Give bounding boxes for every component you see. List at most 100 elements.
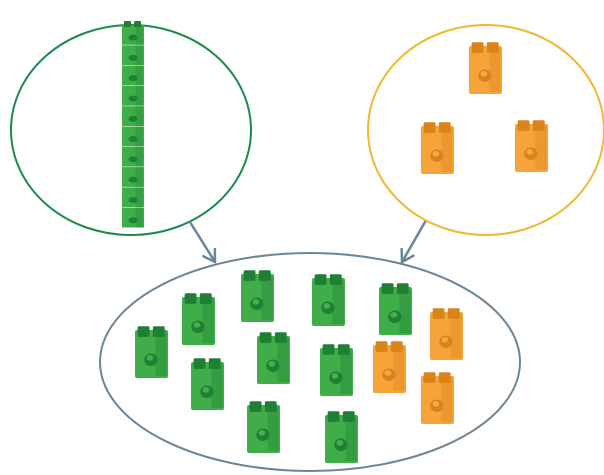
cube-hole <box>128 34 138 41</box>
combined-green-cube <box>257 332 290 384</box>
cube-top-tab <box>199 293 212 304</box>
cube-side-shade <box>135 126 144 147</box>
cube-top-tab <box>342 411 355 422</box>
cube-top-tab <box>375 341 388 352</box>
cube-hole <box>128 196 138 204</box>
cube-side-shade <box>155 332 167 376</box>
combined-green-cube <box>247 401 280 453</box>
cube-hole-highlight <box>384 369 392 376</box>
combined-green-cube <box>241 270 274 322</box>
rod-cube <box>122 146 144 167</box>
cube-side-shade <box>135 106 144 126</box>
rod-cube <box>122 45 144 66</box>
cube-hole-highlight <box>252 298 260 305</box>
cube-top-tab <box>432 308 445 319</box>
combined-orange-cube <box>373 341 406 393</box>
cube-side-shade <box>135 25 144 45</box>
cube-side-shade <box>135 207 144 228</box>
cube-top-tab <box>327 411 340 422</box>
cube-hole-highlight <box>336 439 344 446</box>
cube-hole-highlight <box>331 372 339 379</box>
rod-cube <box>122 85 144 106</box>
rod-cube <box>122 167 144 187</box>
cube-top-tab <box>447 308 460 319</box>
cube-hole-highlight <box>323 302 331 309</box>
cube-top-tab <box>249 401 262 412</box>
cube-top-tab <box>517 120 530 131</box>
cube-top-tab <box>208 358 221 369</box>
cube-side-shade <box>267 407 279 451</box>
cube-side-shade <box>202 299 214 343</box>
cube-hole <box>128 95 138 102</box>
ones-group-circle <box>367 24 604 236</box>
cube-top-tab <box>471 42 484 53</box>
cube-top-tab <box>390 341 403 352</box>
cube-hole-highlight <box>432 400 440 407</box>
combined-green-cube <box>182 293 215 345</box>
cube-top-tab <box>193 358 206 369</box>
arrow-head <box>400 247 415 264</box>
cube-side-shade <box>135 187 144 208</box>
combined-green-cube <box>325 411 358 463</box>
cube-top-tab <box>322 344 335 355</box>
cube-hole-highlight <box>146 354 154 361</box>
cube-hole <box>128 75 138 82</box>
cube-top-tab <box>396 283 409 294</box>
combined-green-cube <box>312 274 345 326</box>
rod-cube <box>122 65 144 86</box>
cube-hole <box>128 176 138 183</box>
cube-side-shade <box>393 347 405 391</box>
combined-green-cube <box>191 358 224 410</box>
cube-top-tab <box>532 120 545 131</box>
combined-group-ellipse <box>99 252 521 472</box>
rod-cube <box>122 187 144 208</box>
cube-top-tab <box>152 326 165 337</box>
combined-orange-cube <box>421 372 454 424</box>
cube-top-tab <box>381 283 394 294</box>
rod-top-tab <box>134 21 141 27</box>
cube-hole-highlight <box>432 150 440 157</box>
cube-side-shade <box>340 350 352 394</box>
cube-hole-highlight <box>390 311 398 318</box>
rod-top-tab <box>124 21 131 27</box>
cube-side-shade <box>399 289 411 333</box>
ones-cube <box>469 42 502 94</box>
cube-top-tab <box>486 42 499 53</box>
cube-top-tab <box>438 372 451 383</box>
arrow-head <box>202 247 217 264</box>
cube-side-shade <box>535 126 547 170</box>
cube-hole-highlight <box>258 429 266 436</box>
cube-side-shade <box>489 48 501 92</box>
combined-green-cube <box>135 326 168 378</box>
cube-hole-highlight <box>202 386 210 393</box>
cube-hole-highlight <box>193 321 201 328</box>
cube-side-shade <box>345 417 357 461</box>
combined-orange-cube <box>430 308 463 360</box>
rod-cube <box>122 126 144 147</box>
ones-cube <box>421 122 454 174</box>
cube-hole <box>128 156 138 163</box>
rod-cube <box>122 207 144 228</box>
cube-top-tab <box>259 332 272 343</box>
rod-cube <box>122 25 144 45</box>
cube-hole-highlight <box>526 148 534 155</box>
cube-side-shade <box>211 364 223 408</box>
arrow-ones-to-combined <box>400 220 427 264</box>
cube-hole <box>128 54 138 61</box>
cube-top-tab <box>184 293 197 304</box>
cube-top-tab <box>243 270 256 281</box>
cube-hole <box>128 136 138 143</box>
cube-top-tab <box>264 401 277 412</box>
cube-side-shade <box>450 314 462 358</box>
arrow-tens-to-combined <box>188 220 217 264</box>
cube-side-shade <box>277 338 289 382</box>
arrow-shaft <box>400 220 427 264</box>
cube-side-shade <box>135 167 144 187</box>
cube-side-shade <box>135 146 144 167</box>
cube-top-tab <box>423 372 436 383</box>
cube-hole-highlight <box>441 336 449 343</box>
combined-green-cube <box>379 283 412 335</box>
cube-top-tab <box>258 270 271 281</box>
cube-top-tab <box>337 344 350 355</box>
